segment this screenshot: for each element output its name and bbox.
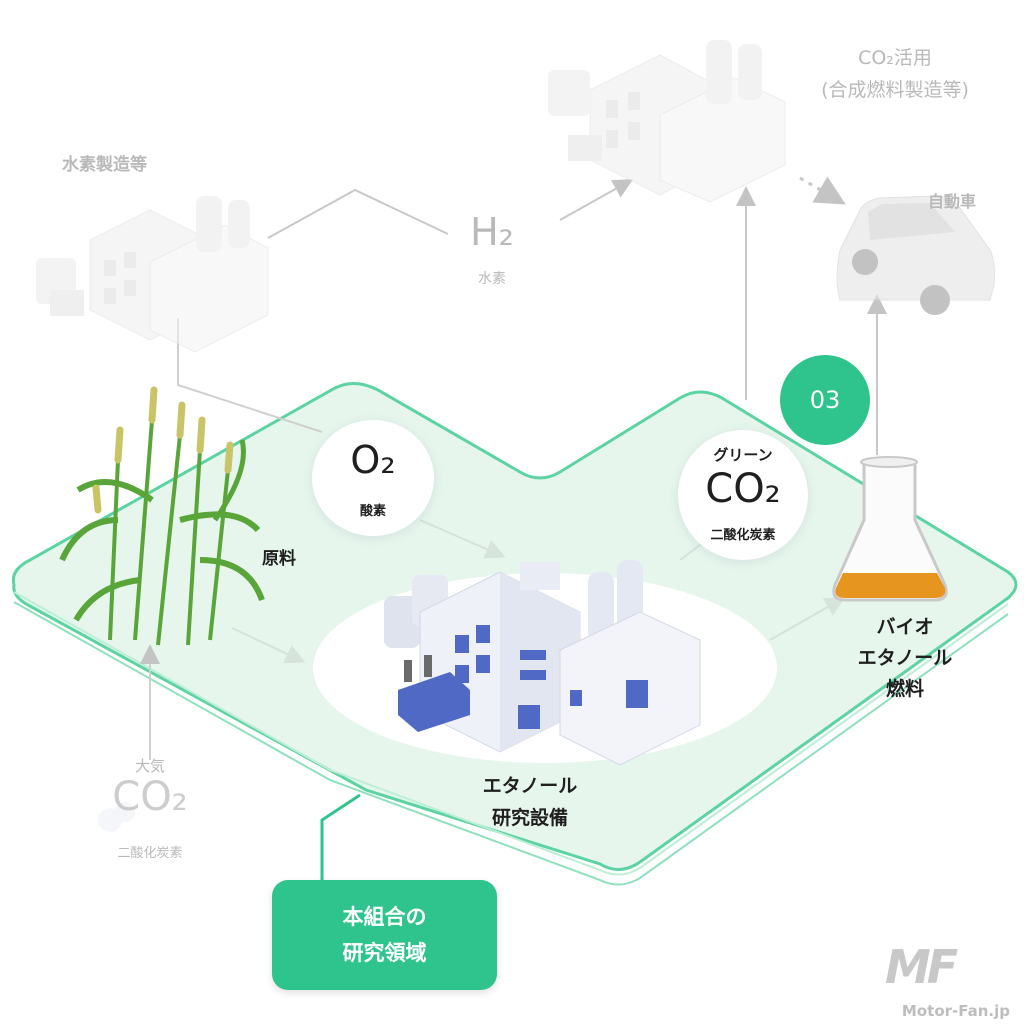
- bio-ethanol-label-line1: バイオ: [876, 616, 934, 638]
- research-scope-line1: 本組合の: [342, 905, 427, 929]
- watermark-site: Motor-Fan.jp: [901, 1002, 1010, 1020]
- bio-ethanol-label-line3: 燃料: [885, 678, 924, 700]
- green-co2-bubble: グリーン CO₂ 二酸化炭素: [678, 430, 808, 560]
- co2-utilization-label-line1: CO₂活用: [858, 47, 932, 69]
- hydrogen-production-label: 水素製造等: [62, 155, 147, 175]
- hydrogen-plant-illustration: [36, 196, 269, 353]
- oxygen-name: 酸素: [359, 504, 386, 519]
- atmosphere-co2-formula: CO₂: [112, 774, 188, 820]
- atmosphere-co2-name: 二酸化炭素: [117, 846, 183, 861]
- atmosphere-top-label: 大気: [134, 757, 165, 775]
- bio-ethanol-flask-illustration: [832, 456, 948, 602]
- research-scope-line2: 研究領域: [342, 941, 427, 965]
- step-badge: 03: [780, 355, 870, 445]
- scope-connector: [320, 793, 361, 880]
- raw-material-label: 原料: [262, 549, 296, 569]
- ethanol-research-facility-illustration: [384, 560, 701, 766]
- car-label: 自動車: [928, 192, 977, 211]
- bio-ethanol-label: バイオ エタノール 燃料: [830, 612, 980, 705]
- hydrogen-name: 水素: [478, 271, 506, 287]
- facility-label-line2: 研究設備: [491, 807, 568, 829]
- co2-utilization-label: CO₂活用 (合成燃料製造等): [800, 42, 990, 106]
- atmosphere-cloud: [98, 802, 135, 832]
- research-scope-box: 本組合の 研究領域: [272, 880, 497, 990]
- green-co2-formula: CO₂: [705, 466, 781, 512]
- motorfan-logo: MF: [885, 940, 958, 994]
- co2-utilization-plant-illustration: [548, 40, 786, 203]
- flow-lines: [140, 176, 887, 760]
- oxygen-bubble: O₂ 酸素: [312, 420, 434, 536]
- facility-label: エタノール 研究設備: [440, 770, 620, 834]
- bio-ethanol-label-line2: エタノール: [857, 647, 953, 669]
- crop-plant-illustration: [59, 386, 265, 646]
- green-co2-top-label: グリーン: [713, 446, 773, 464]
- co2-utilization-label-line2: (合成燃料製造等): [821, 79, 969, 101]
- facility-label-line1: エタノール: [482, 775, 578, 797]
- oxygen-formula: O₂: [350, 438, 396, 482]
- green-co2-name: 二酸化炭素: [710, 528, 776, 543]
- car-illustration: [836, 195, 995, 315]
- hydrogen-formula: H₂: [470, 210, 514, 254]
